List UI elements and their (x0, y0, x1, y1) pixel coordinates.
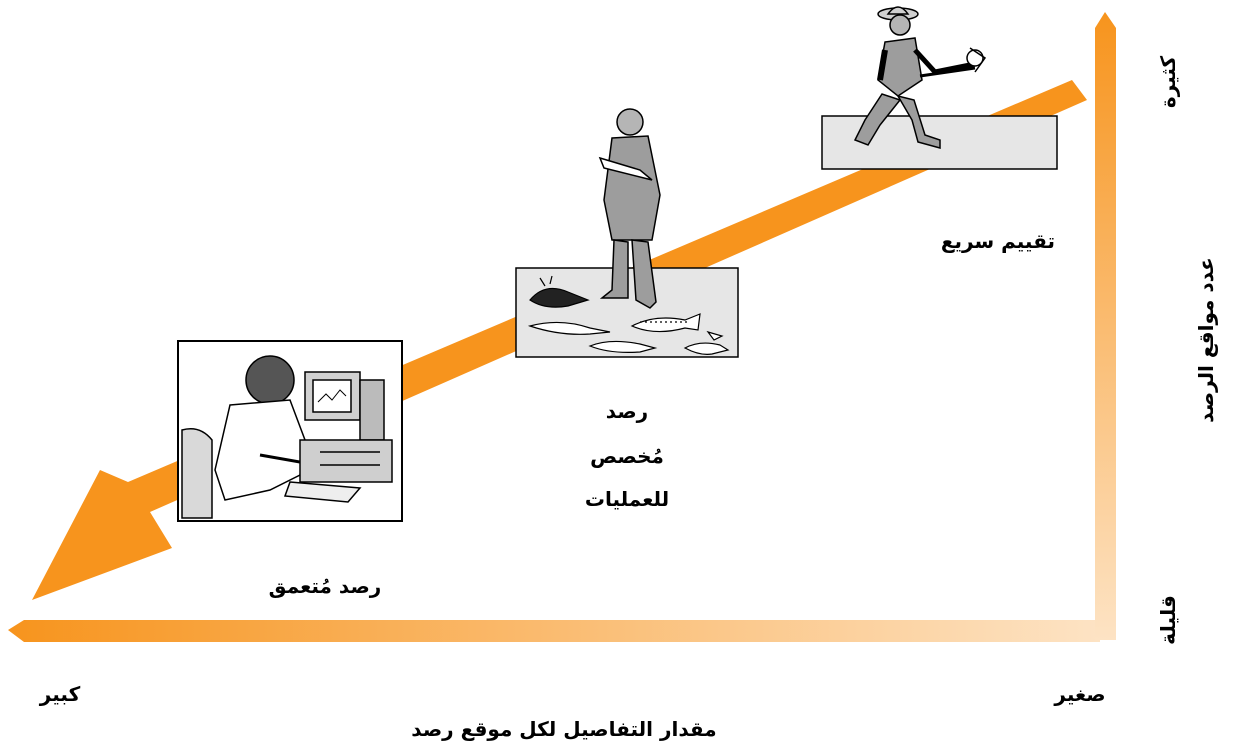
x-axis-small-label: صغير (1053, 682, 1105, 706)
label-operational-line3: للعمليات (585, 487, 669, 511)
y-axis-arrow (1095, 12, 1116, 640)
inspector-with-specimens-icon (598, 108, 661, 309)
label-rapid-assessment: تقييم سريع (941, 229, 1055, 253)
y-axis-title: عدد مواقع الرصد (1194, 257, 1218, 423)
specimens-icon (527, 275, 730, 355)
y-axis-few-label: قليلة (1156, 595, 1180, 645)
label-operational-line2: مُخصص (590, 444, 664, 468)
computer-analyst-icon (181, 355, 393, 519)
label-deep-monitoring: رصد مُتعمق (269, 574, 382, 598)
y-axis-many-label: كثيرة (1156, 56, 1180, 109)
main-diagonal-arrow (32, 80, 1087, 600)
field-worker-net-icon (853, 6, 987, 149)
x-axis-title: مقدار التفاصيل لكل موقع رصد (411, 717, 716, 741)
x-axis-large-label: كبير (39, 682, 81, 706)
x-axis-arrow (8, 620, 1100, 642)
label-operational-line1: رصد (606, 399, 648, 423)
